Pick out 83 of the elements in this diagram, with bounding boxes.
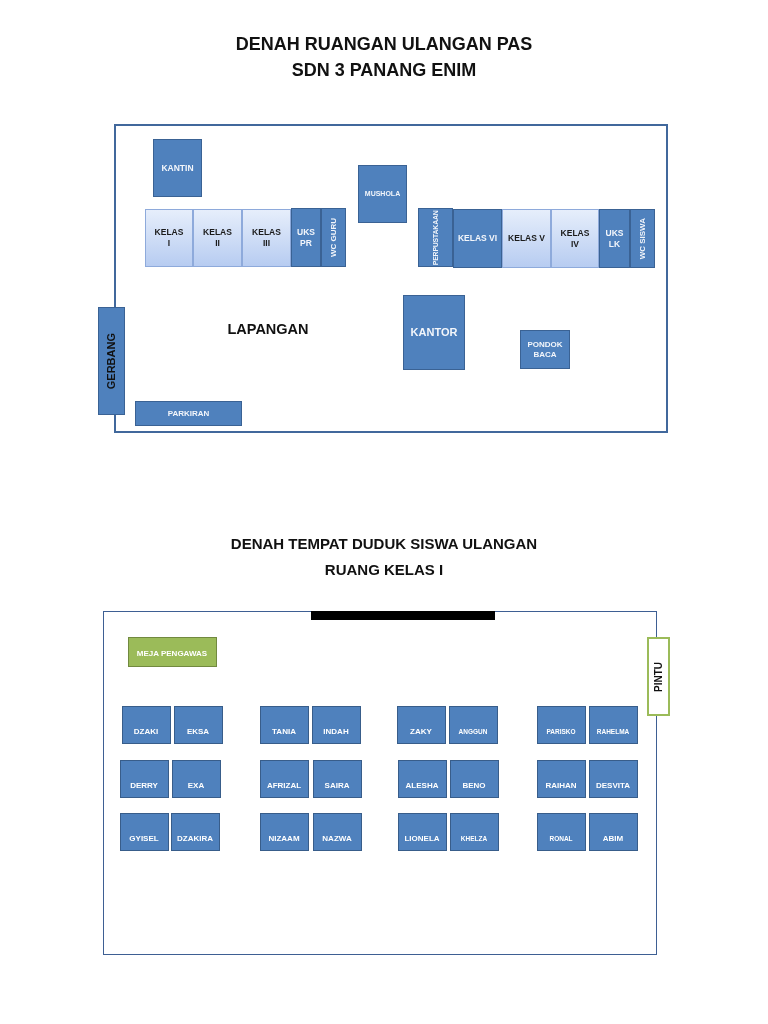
room-box xyxy=(358,165,407,223)
seat-box xyxy=(259,812,309,851)
title: DENAH RUANGAN ULANGAN PAS SDN 3 PANANG ENIM xyxy=(234,33,534,82)
seat-box xyxy=(396,705,446,744)
seat-label: GYISEL xyxy=(129,833,159,844)
seat-box xyxy=(119,759,169,798)
seat-label: DERRY xyxy=(130,780,158,791)
seat-box xyxy=(259,759,309,798)
room-label: KELAS IV xyxy=(560,227,590,250)
seat-box xyxy=(170,812,220,851)
seat-box xyxy=(119,812,169,851)
heading: DENAH TEMPAT DUDUK SISWA ULANGAN RUANG KELAS I xyxy=(229,534,539,580)
room-box xyxy=(153,139,202,197)
room-box xyxy=(630,209,655,268)
seat-box xyxy=(121,705,171,744)
room-box xyxy=(599,209,630,268)
room-label: WC GURU xyxy=(329,217,338,258)
seat-box xyxy=(312,812,362,851)
room-box xyxy=(403,295,465,370)
seat-label: DESVITA xyxy=(595,780,631,791)
seat-box xyxy=(449,812,499,851)
room-box xyxy=(453,209,502,268)
room-box xyxy=(242,209,291,267)
seat-label: BENO xyxy=(462,780,486,791)
seat-label: NAZWA xyxy=(322,833,352,844)
desk-box xyxy=(127,636,217,667)
seat-box xyxy=(588,759,638,798)
site-boundary xyxy=(114,124,668,433)
room-box xyxy=(291,208,321,267)
seat-box xyxy=(536,812,586,851)
desk-label: MEJA PENGAWAS xyxy=(136,648,208,659)
gate-label: GERBANG xyxy=(106,332,117,390)
room-label: KELAS VI xyxy=(457,233,498,244)
room-box xyxy=(193,209,242,267)
room-label: KELAS I xyxy=(154,227,184,249)
seat-box xyxy=(536,705,586,744)
seat-label: RAIHAN xyxy=(545,780,577,791)
door-box xyxy=(647,637,670,716)
seat-box xyxy=(449,759,499,798)
room-box xyxy=(502,209,551,268)
seat-box xyxy=(588,812,638,851)
seat-box xyxy=(259,705,309,744)
gate-box xyxy=(98,307,125,415)
seat-label: DZAKIRA xyxy=(177,833,213,844)
room-label: WC SISWA xyxy=(638,217,647,260)
seat-label: EKSA xyxy=(186,726,210,737)
room-label: KELAS V xyxy=(508,233,545,244)
room-label: PONDOK BACA xyxy=(527,339,563,360)
room-box xyxy=(145,209,193,267)
room-box xyxy=(520,330,570,369)
seat-label: LIONELA xyxy=(404,833,440,844)
room-box xyxy=(551,209,599,268)
seat-box xyxy=(312,759,362,798)
room-label: KELAS II xyxy=(203,227,232,249)
room-label: KANTIN xyxy=(161,162,194,174)
field-label: LAPANGAN xyxy=(227,319,309,339)
seat-box xyxy=(397,812,447,851)
seat-box xyxy=(311,705,361,744)
seat-label: NIZAAM xyxy=(268,833,300,844)
seat-box xyxy=(588,705,638,744)
room-label: KANTOR xyxy=(410,325,458,340)
room-label: UKS PR xyxy=(297,226,315,249)
seat-label: DZAKI xyxy=(133,726,159,737)
room-box xyxy=(418,208,453,267)
seat-box xyxy=(536,759,586,798)
room-label: PARKIRAN xyxy=(167,408,210,419)
seat-label: ZAKY xyxy=(410,726,432,737)
room-box xyxy=(135,401,242,426)
room-label: UKS LK xyxy=(605,227,624,250)
seat-box xyxy=(171,759,221,798)
seat-label: ALESHA xyxy=(405,780,439,791)
door-label: PINTU xyxy=(653,661,664,692)
seat-label: ABIM xyxy=(602,833,624,844)
seat-label: AFRIZAL xyxy=(266,780,302,791)
room-label: KELAS III xyxy=(252,227,281,249)
seat-box xyxy=(173,705,223,744)
room-box xyxy=(321,208,346,267)
seat-label: INDAH xyxy=(323,726,349,737)
seat-label: EXA xyxy=(187,780,205,791)
seat-label: SAIRA xyxy=(324,780,350,791)
seat-label: TANIA xyxy=(272,726,296,737)
seat-box xyxy=(397,759,447,798)
seat-box xyxy=(448,705,498,744)
